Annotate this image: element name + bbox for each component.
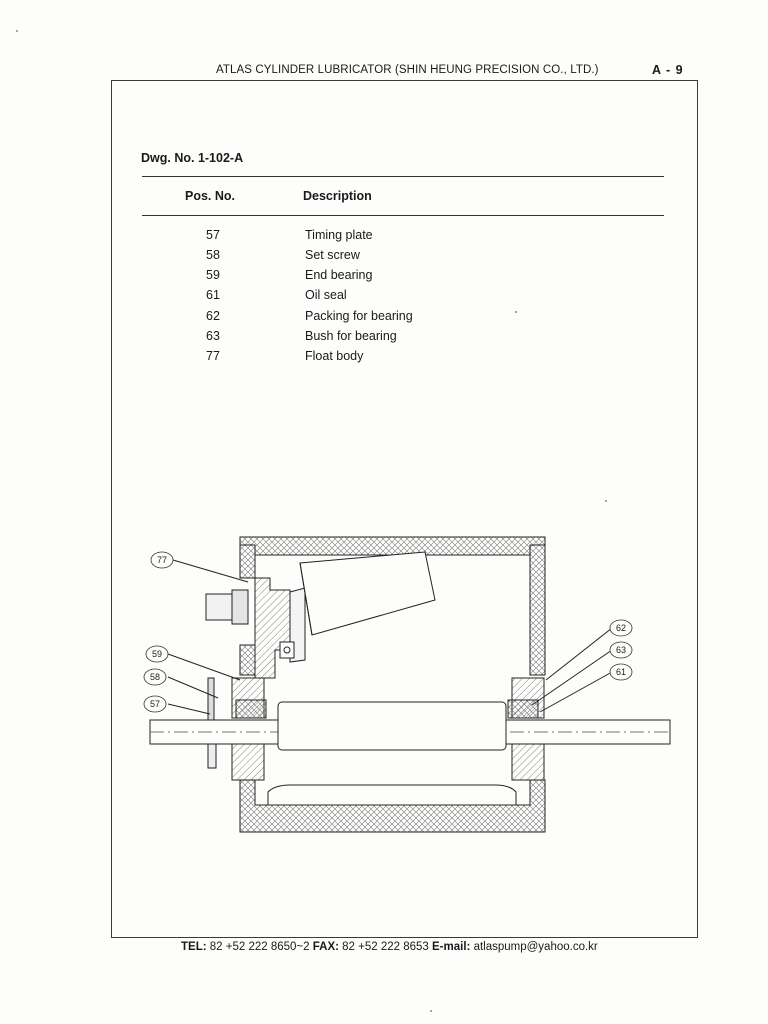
part-pos: 58 [206,248,220,262]
float-wedge [299,551,436,636]
document-title: ATLAS CYLINDER LUBRICATOR (SHIN HEUNG PR… [216,64,599,76]
part-pos: 77 [206,349,220,363]
column-header-pos: Pos. No. [185,189,236,203]
scan-speck [605,500,607,502]
table-header-rule [142,215,664,216]
page-footer: TEL: 82 +52 222 8650~2 FAX: 82 +52 222 8… [181,941,598,953]
scan-speck [430,1010,432,1012]
table-row: 61 Oil seal [0,288,700,308]
right-bush [507,699,539,719]
float-body [254,577,291,679]
scan-speck [515,311,517,313]
tel-label: TEL: [181,941,207,953]
part-description: Bush for bearing [305,329,397,343]
table-top-rule [142,176,664,177]
callout-57 [143,695,167,713]
housing-top-wall [239,536,546,556]
table-row: 63 Bush for bearing [0,329,700,349]
part-description: Oil seal [305,288,347,302]
fax-number: 82 +52 222 8653 [342,941,429,953]
fax-label: FAX: [312,941,339,953]
callout-77 [150,551,174,569]
part-pos: 59 [206,268,220,282]
right-end-bearing-lower [511,741,545,781]
housing-left-wall-upper [239,544,256,579]
part-description: End bearing [305,268,373,282]
cross-section-drawing: 77 59 58 57 62 63 61 [143,536,671,833]
table-row: 77 Float body [0,349,700,369]
tel-number: 82 +52 222 8650~2 [209,941,310,953]
shaft-sleeve [277,701,507,751]
column-header-description: Description [303,189,372,203]
housing-left-wall-lower [239,644,256,676]
part-description: Set screw [305,248,360,262]
timing-plate [207,677,215,721]
scan-speck [16,30,18,32]
table-row: 58 Set screw [0,248,700,268]
fitting-nut [205,593,233,621]
part-description: Packing for bearing [305,309,413,323]
left-end-bearing-lower [231,741,265,781]
housing-right-wall [529,544,546,676]
callout-58 [143,668,167,686]
page-frame [111,80,698,938]
callout-63 [609,641,633,659]
callout-label: 61 [616,667,626,677]
part-description: Timing plate [305,228,373,242]
callout-label: 57 [150,699,160,709]
callout-62 [609,619,633,637]
callout-label: 62 [616,623,626,633]
page-header: ATLAS CYLINDER LUBRICATOR (SHIN HEUNG PR… [0,62,768,80]
email-address: atlaspump@yahoo.co.kr [473,941,598,953]
callout-59 [145,645,169,663]
callout-61 [609,663,633,681]
fitting-hex [231,589,249,625]
callout-label: 58 [150,672,160,682]
callout-label: 63 [616,645,626,655]
email-label: E-mail: [432,941,471,953]
set-screw [207,743,217,769]
drawing-number: Dwg. No. 1-102-A [141,151,244,165]
housing-bottom-inner [267,784,517,805]
part-pos: 62 [206,309,220,323]
table-row: 62 Packing for bearing [0,309,700,329]
part-pos: 63 [206,329,220,343]
part-pos: 57 [206,228,220,242]
part-pos: 61 [206,288,220,302]
left-bush [235,699,267,719]
callout-label: 59 [152,649,162,659]
callout-label: 77 [157,555,167,565]
table-row: 59 End bearing [0,268,700,288]
part-description: Float body [305,349,364,363]
housing-bottom-wall [239,779,546,833]
page-number: A - 9 [652,63,684,77]
table-row: 57 Timing plate [0,228,700,248]
